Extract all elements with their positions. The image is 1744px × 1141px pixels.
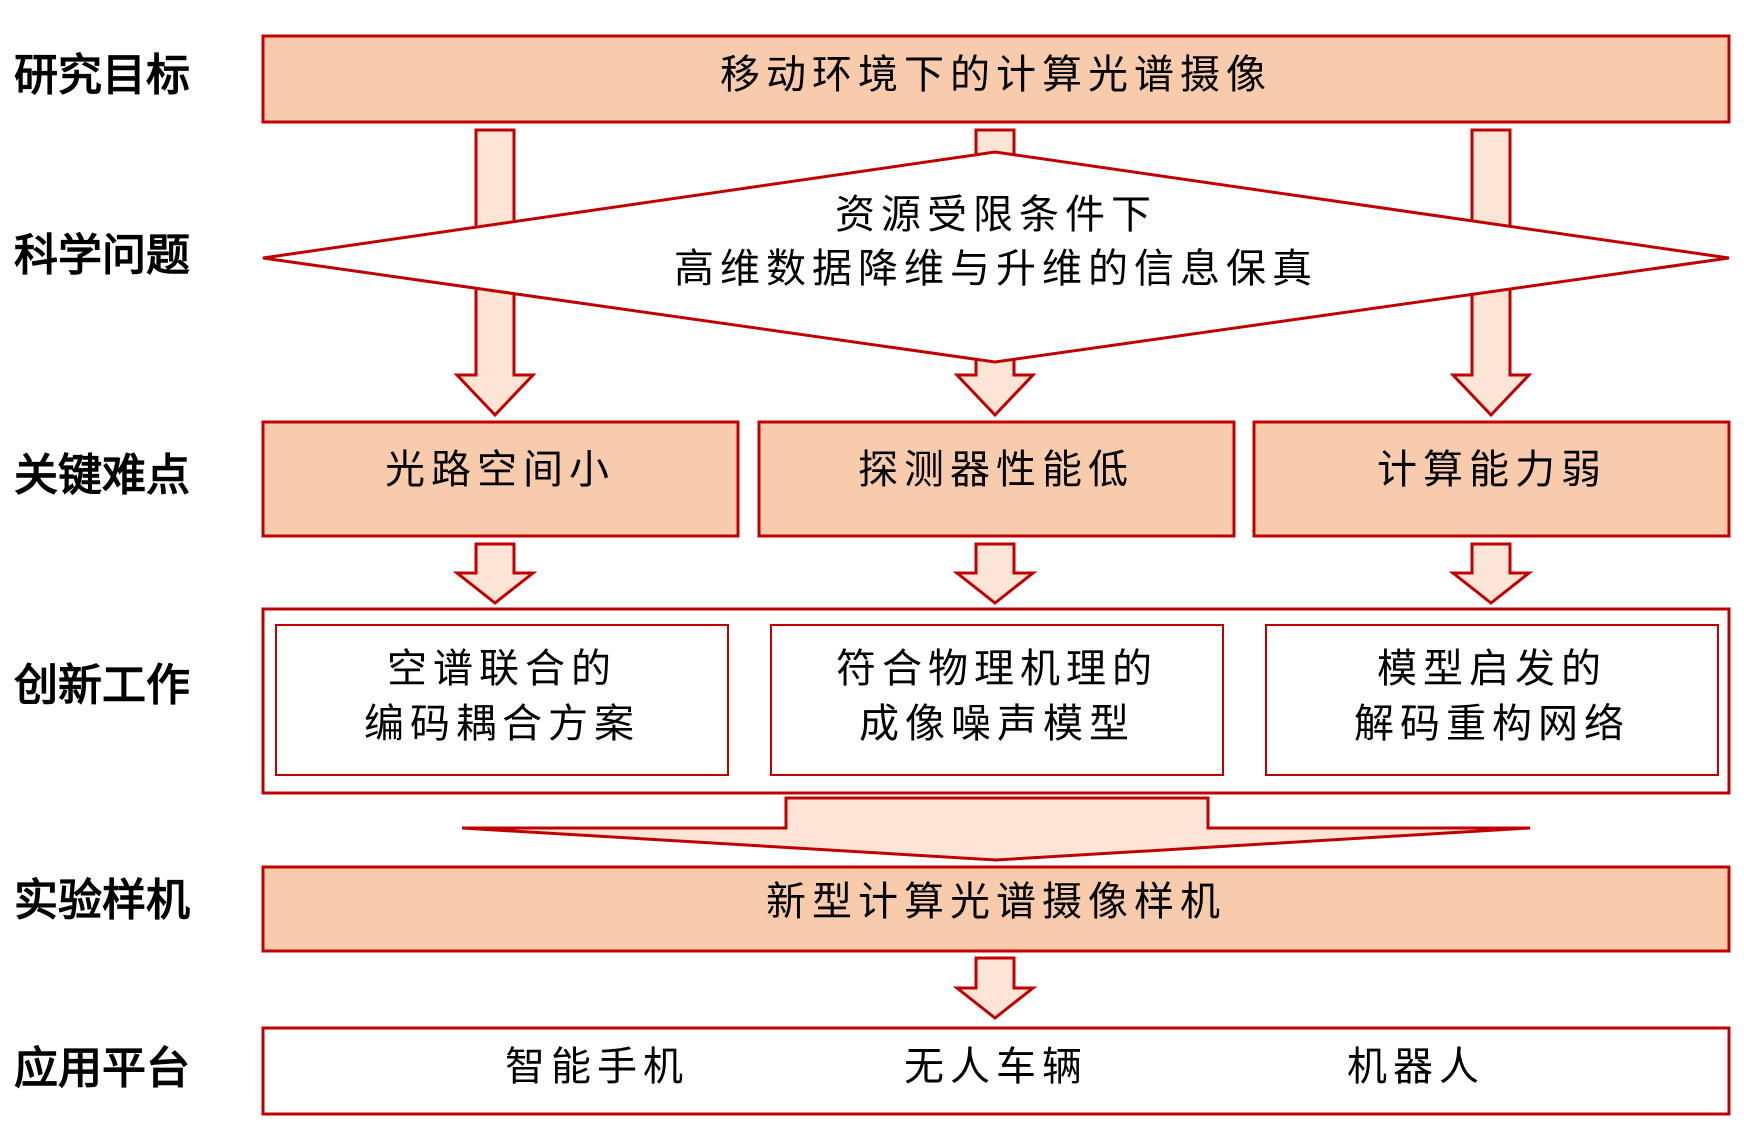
prototype-text: 新型计算光谱摄像样机 — [766, 879, 1226, 925]
innovation-box-2 — [770, 624, 1224, 776]
difficulty-box-3 — [1252, 420, 1731, 538]
innovation-text-3-line1: 模型启发的 — [1377, 646, 1607, 692]
innovation-text-1-line1: 空谱联合的 — [387, 646, 617, 692]
platform-text-3: 机器人 — [1347, 1044, 1485, 1090]
platform-text-1: 智能手机 — [505, 1044, 689, 1090]
goal-box — [261, 34, 1731, 124]
row-label-prototype: 实验样机 — [14, 875, 190, 926]
science-text-line1: 资源受限条件下 — [835, 192, 1157, 238]
difficulty-text-3: 计算能力弱 — [1377, 447, 1607, 493]
arrow-difficulty-to-innovation-1 — [452, 542, 538, 605]
science-diamond — [262, 150, 1730, 364]
arrow-innovation-to-prototype — [461, 796, 1531, 862]
goal-text: 移动环境下的计算光谱摄像 — [720, 52, 1272, 98]
arrow-prototype-to-platform — [952, 956, 1038, 1020]
difficulty-text-2: 探测器性能低 — [858, 447, 1134, 493]
difficulty-text-1: 光路空间小 — [385, 447, 615, 493]
innovation-text-2-line1: 符合物理机理的 — [836, 646, 1158, 692]
platform-text-2: 无人车辆 — [904, 1044, 1088, 1090]
science-text-line2: 高维数据降维与升维的信息保真 — [674, 246, 1318, 292]
row-label-science: 科学问题 — [14, 230, 190, 281]
prototype-box — [261, 865, 1731, 953]
innovation-box-1 — [275, 624, 729, 776]
difficulty-box-2 — [757, 420, 1236, 538]
row-label-innovation: 创新工作 — [14, 660, 190, 711]
innovation-text-2-line2: 成像噪声模型 — [859, 701, 1135, 747]
row-label-platform: 应用平台 — [14, 1043, 190, 1094]
innovation-text-1-line2: 编码耦合方案 — [364, 701, 640, 747]
innovation-box-3 — [1265, 624, 1719, 776]
row-label-goal: 研究目标 — [14, 50, 190, 101]
arrow-difficulty-to-innovation-2 — [952, 542, 1038, 605]
row-label-difficulty: 关键难点 — [14, 450, 190, 501]
innovation-text-3-line2: 解码重构网络 — [1354, 701, 1630, 747]
platform-box — [261, 1026, 1731, 1116]
arrow-difficulty-to-innovation-3 — [1448, 542, 1534, 605]
difficulty-box-1 — [261, 420, 740, 538]
